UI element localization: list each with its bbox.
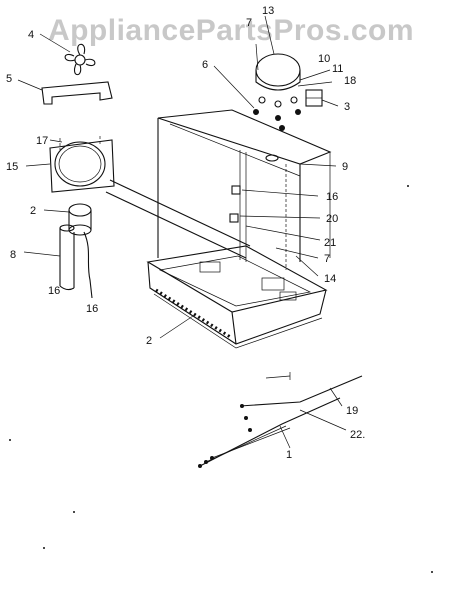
drain-tube [23,224,93,299]
callout-2-base: 2 [146,335,152,347]
callout-11: 11 [332,63,343,75]
fan-motor [43,203,92,236]
callout-9: 9 [342,161,348,173]
callout-17: 17 [36,135,48,147]
callout-6: 6 [202,59,208,71]
callout-2: 2 [30,205,36,217]
fan-bracket [17,79,113,105]
callout-7: 7 [246,17,252,29]
callout-22: 22. [350,429,365,441]
compressor [255,15,301,108]
callout-18: 18 [344,75,356,87]
watermark: AppliancePartsPros.com [47,14,415,47]
callout-16-left: 16 [48,285,60,297]
callout-16: 16 [326,191,338,203]
callout-21: 21 [324,237,336,249]
callout-10: 10 [318,53,330,65]
callout-16-motor: 16 [86,303,98,315]
fan-blade [39,33,96,76]
callout-4: 4 [28,29,34,41]
callout-15: 15 [6,161,18,173]
callout-13: 13 [262,5,274,17]
callout-1: 1 [286,449,292,461]
callout-3: 3 [344,101,350,113]
callout-5: 5 [6,73,12,85]
callout-7-lower: 7 [324,253,330,265]
relay [297,69,339,107]
base-pan [146,245,328,349]
callout-8: 8 [10,249,16,261]
grommets [213,65,301,131]
fan-shroud [25,136,115,193]
callout-20: 20 [326,213,338,225]
unit-box [157,109,337,277]
callout-19: 19 [346,405,358,417]
callout-14: 14 [324,273,336,285]
wire-harness [198,372,363,468]
